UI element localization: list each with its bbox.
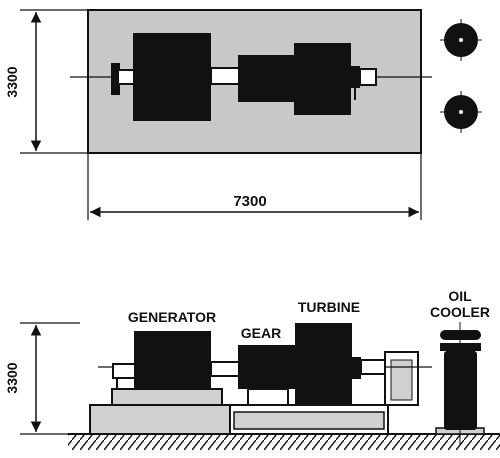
plan-oil-cooler-2-center: [459, 110, 463, 114]
label-oil-cooler-line2: COOLER: [430, 304, 490, 320]
plan-width-dimension: 7300: [233, 193, 266, 210]
plan-view: 3300 7300: [4, 9, 482, 220]
turbine-end-stand-inner: [390, 359, 413, 401]
elevation-turbine-end-shaft: [360, 359, 386, 375]
elevation-end-coupling: [112, 363, 136, 379]
foundation-block-right-inner: [233, 411, 385, 430]
plan-shaft-1: [210, 67, 240, 85]
foundation-block-left: [89, 404, 231, 435]
elevation-shaft-1: [210, 361, 240, 377]
label-oil-cooler-line1: OIL: [448, 288, 472, 304]
plan-generator: [133, 33, 211, 121]
plan-height-dimension: 3300: [4, 66, 20, 97]
elevation-turbine: [295, 323, 352, 405]
label-generator: GENERATOR: [128, 309, 216, 325]
elevation-height-dimension: 3300: [4, 362, 20, 393]
plan-turbine: [294, 43, 351, 115]
plan-turbine-end-shaft: [359, 68, 377, 86]
label-gear: GEAR: [241, 325, 281, 341]
elevation-gear: [238, 345, 296, 389]
plan-end-shaft: [117, 69, 135, 85]
plan-end-flange: [111, 63, 120, 95]
gear-pedestal: [247, 388, 289, 406]
elevation-generator: [134, 331, 211, 389]
elevation-turbine-collar: [351, 357, 361, 379]
plan-turbine-collar: [350, 66, 360, 88]
label-turbine: TURBINE: [298, 299, 360, 315]
plan-gear: [238, 55, 296, 102]
generator-pedestal: [111, 388, 223, 406]
elevation-view: 3300 GENERATOR GEAR TURBINE OIL COOLER: [4, 288, 500, 450]
plan-oil-cooler-1-center: [459, 38, 463, 42]
ground-hatch: [68, 434, 500, 450]
